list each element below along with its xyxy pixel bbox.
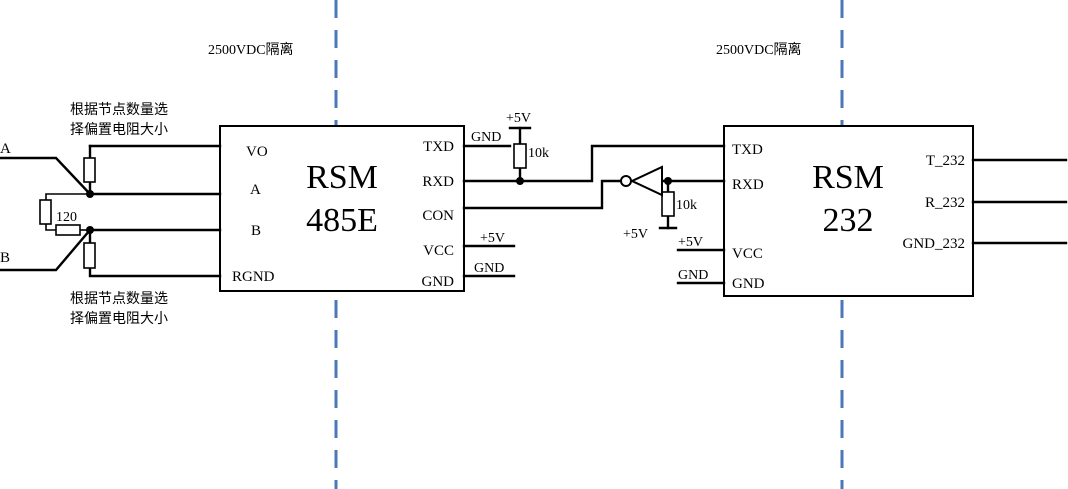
bias-note-top-line2: 择偏置电阻大小 — [70, 122, 168, 138]
bias-resistor-top — [83, 157, 96, 183]
termination-resistor-series — [55, 224, 81, 236]
rsm485e-pin-txd: TXD — [423, 139, 454, 155]
bias-note-bottom-line2: 择偏置电阻大小 — [70, 311, 168, 327]
rsm485e-vcc-label: +5V — [480, 231, 505, 246]
rsm232-pin-gnd: GND — [732, 276, 765, 292]
isolation-label-left: 2500VDC隔离 — [208, 41, 294, 58]
bias-note-top-line1: 根据节点数量选 — [70, 102, 168, 118]
rsm232-pin-txd: TXD — [732, 142, 763, 158]
bias-resistor-bottom — [83, 242, 96, 269]
rsm232-name-line2: 232 — [823, 202, 874, 239]
pullup-supply-label: +5V — [506, 111, 531, 126]
rsm485e-pin-con: CON — [422, 208, 454, 224]
inverter-pullup-value-label: 10k — [676, 198, 697, 213]
rsm485e-pin-rgnd: RGND — [232, 269, 275, 285]
bias-note-bottom-line1: 根据节点数量选 — [70, 291, 168, 307]
rsm232-pin-rxd: RXD — [732, 177, 764, 193]
rsm485e-pin-vo: VO — [246, 144, 268, 160]
pullup-value-label: 10k — [528, 146, 549, 161]
inverter-pullup-supply-label: +5V — [623, 227, 648, 242]
rsm232-pin-r232: R_232 — [925, 195, 965, 211]
junction-rxd — [516, 177, 524, 185]
bus-line-b-label: B — [0, 250, 10, 266]
junction-b — [86, 226, 94, 234]
bus-wiring — [0, 144, 222, 278]
rsm485e-pin-b: B — [251, 223, 261, 239]
rsm232-module — [723, 125, 974, 297]
termination-resistor — [39, 199, 52, 225]
isolation-label-right: 2500VDC隔离 — [716, 41, 802, 58]
inverter-gate — [620, 165, 663, 197]
rsm485e-gnd-label: GND — [474, 261, 504, 276]
junction-a — [86, 190, 94, 198]
rsm232-pin-t232: T_232 — [926, 153, 965, 169]
pullup-resistor-inverter — [661, 191, 675, 217]
pullup-resistor-rxd — [513, 143, 527, 169]
rsm485e-pin-vcc: VCC — [423, 243, 454, 259]
rsm232-gnd-label: GND — [678, 268, 708, 283]
rsm232-name-line1: RSM — [812, 159, 884, 196]
junction-inverter-in — [664, 177, 672, 185]
rsm485e-pin-a: A — [250, 182, 261, 198]
rsm485e-pin-rxd: RXD — [422, 174, 454, 190]
rsm485e-name-line1: RSM — [306, 159, 378, 196]
rsm485e-name-line2: 485E — [306, 202, 378, 239]
bus-line-a-label: A — [0, 141, 11, 157]
rsm232-pin-gnd232: GND_232 — [903, 236, 966, 252]
middle-wiring — [462, 126, 726, 285]
termination-value: 120 — [56, 210, 77, 225]
rsm232-vcc-label: +5V — [678, 235, 703, 250]
rsm232-pin-vcc: VCC — [732, 246, 763, 262]
txd-gnd-label: GND — [471, 130, 501, 145]
rsm485e-pin-gnd: GND — [422, 274, 455, 290]
rsm485e-module — [219, 125, 465, 292]
